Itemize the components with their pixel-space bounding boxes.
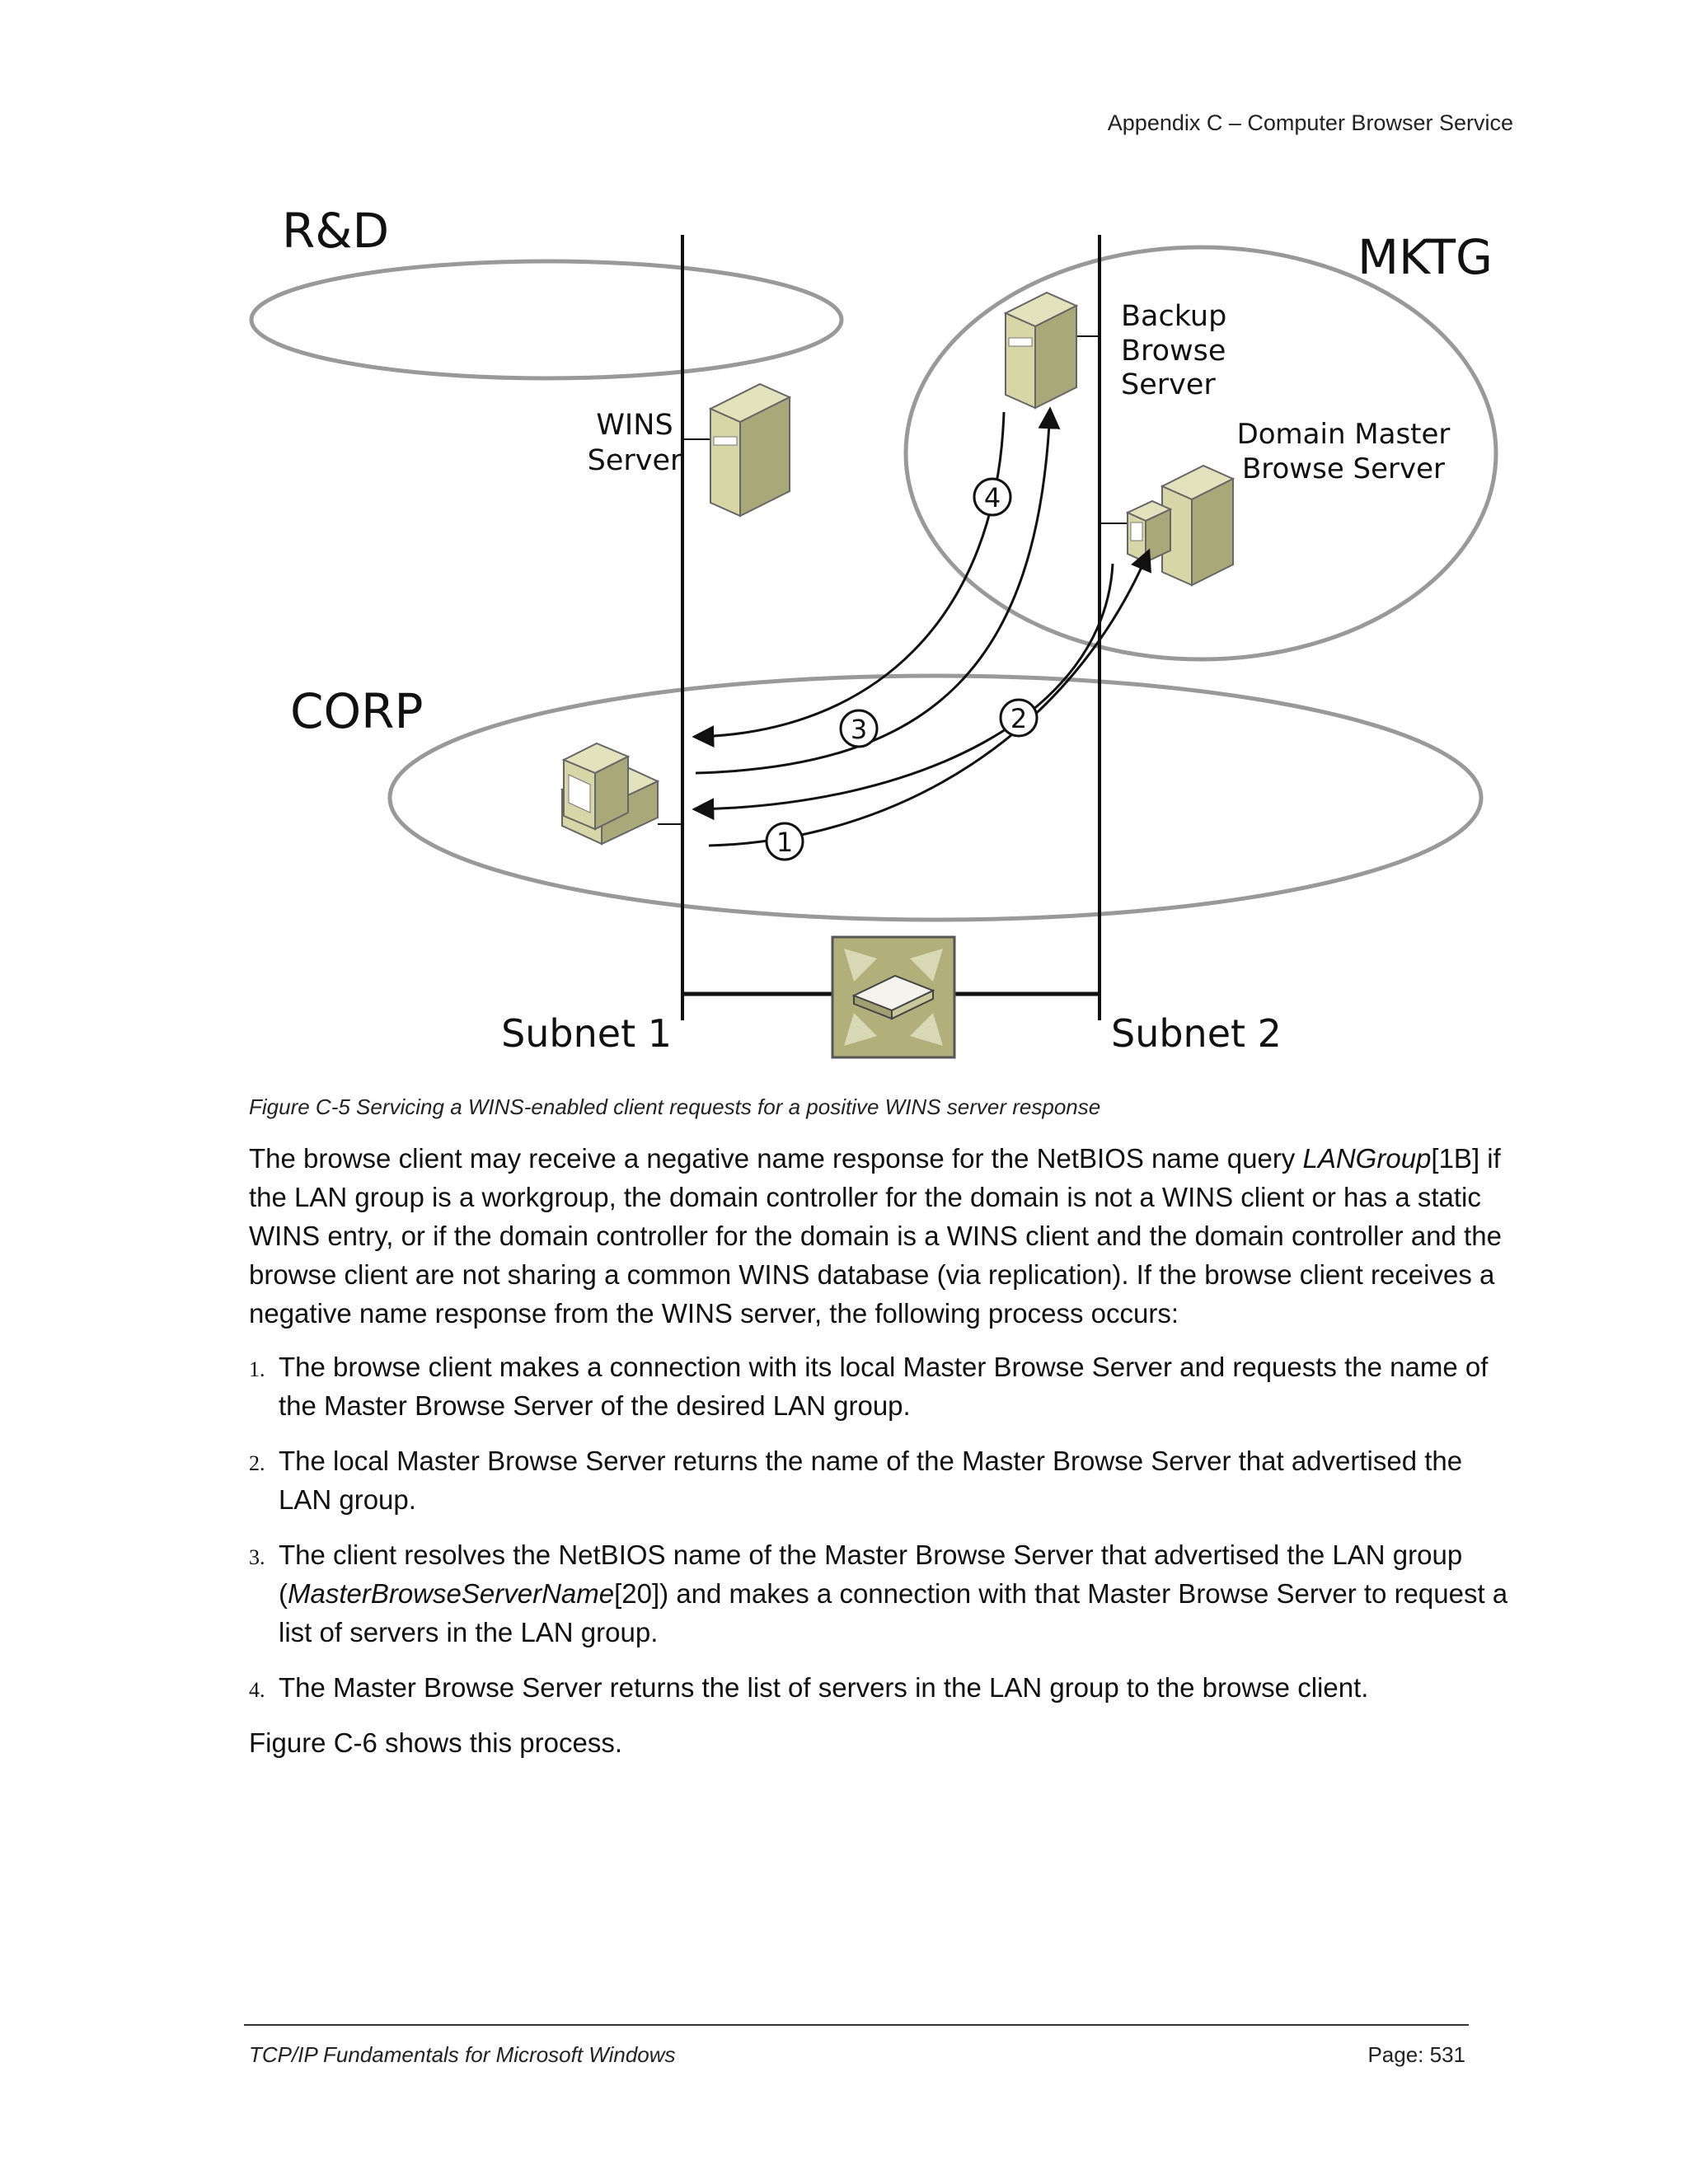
domain-master-browse-server-label-line2: Browse Server — [1242, 452, 1445, 485]
subnet1-label: Subnet 1 — [501, 1011, 672, 1056]
step-1-badge: 1 — [765, 822, 804, 861]
list-item: 3.The client resolves the NetBIOS name o… — [249, 1540, 1508, 1647]
browse-client-computer-icon — [560, 742, 682, 846]
arrow-step-3 — [695, 406, 1061, 775]
svg-text:4: 4 — [984, 482, 1001, 513]
footer-book-title: TCP/IP Fundamentals for Microsoft Window… — [249, 2042, 676, 2067]
corp-group-label: CORP — [290, 683, 423, 739]
step-2-badge: 2 — [999, 698, 1039, 738]
step-4-badge: 4 — [973, 477, 1012, 517]
svg-text:2: 2 — [1010, 703, 1027, 734]
corp-group-ellipse — [387, 673, 1484, 922]
subnet2-label: Subnet 2 — [1111, 1011, 1282, 1056]
mktg-group-ellipse — [903, 245, 1498, 662]
backup-browse-server-label-line1: Backup — [1121, 300, 1226, 333]
domain-master-browse-server-icon — [1100, 464, 1236, 587]
backup-browse-server-label-line3: Server — [1121, 368, 1216, 401]
svg-text:3: 3 — [851, 714, 867, 745]
domain-master-browse-server-label-line1: Domain Master — [1237, 418, 1451, 451]
wins-server-icon — [682, 382, 792, 518]
intro-paragraph: The browse client may receive a negative… — [249, 1143, 1502, 1329]
arrow-step-2 — [692, 563, 1114, 821]
svg-text:1: 1 — [776, 827, 793, 858]
process-steps-list: 1.The browse client makes a connection w… — [249, 1347, 1518, 1707]
list-item: 2.The local Master Browse Server returns… — [249, 1446, 1463, 1515]
network-diagram: R&D MKTG CORP WINS Server Backup Browse … — [249, 206, 1498, 1059]
langroup-term: LANGroup — [1302, 1143, 1432, 1174]
footer-page-number: Page: 531 — [1367, 2042, 1465, 2067]
router-icon — [831, 935, 956, 1059]
rd-group-ellipse — [249, 259, 844, 381]
wins-server-label-line1: WINS — [596, 409, 673, 442]
mktg-group-label: MKTG — [1357, 229, 1493, 285]
backup-browse-server-icon — [1003, 291, 1100, 410]
closing-paragraph: Figure C-6 shows this process. — [249, 1727, 622, 1758]
figure-caption: Figure C-5 Servicing a WINS-enabled clie… — [249, 1094, 1101, 1119]
body-text: The browse client may receive a negative… — [249, 1139, 1518, 1777]
rd-group-label: R&D — [282, 206, 389, 259]
server-name-term: MasterBrowseServerName — [288, 1578, 615, 1609]
wins-server-label-line2: Server — [588, 444, 682, 477]
step-3-badge: 3 — [839, 709, 879, 748]
footer-divider — [244, 2024, 1469, 2026]
list-item: 1.The browse client makes a connection w… — [249, 1352, 1489, 1421]
backup-browse-server-label-line2: Browse — [1121, 335, 1226, 368]
running-header: Appendix C – Computer Browser Service — [1107, 110, 1513, 135]
arrow-step-1 — [708, 548, 1151, 847]
list-item: 4.The Master Browse Server returns the l… — [249, 1672, 1369, 1703]
